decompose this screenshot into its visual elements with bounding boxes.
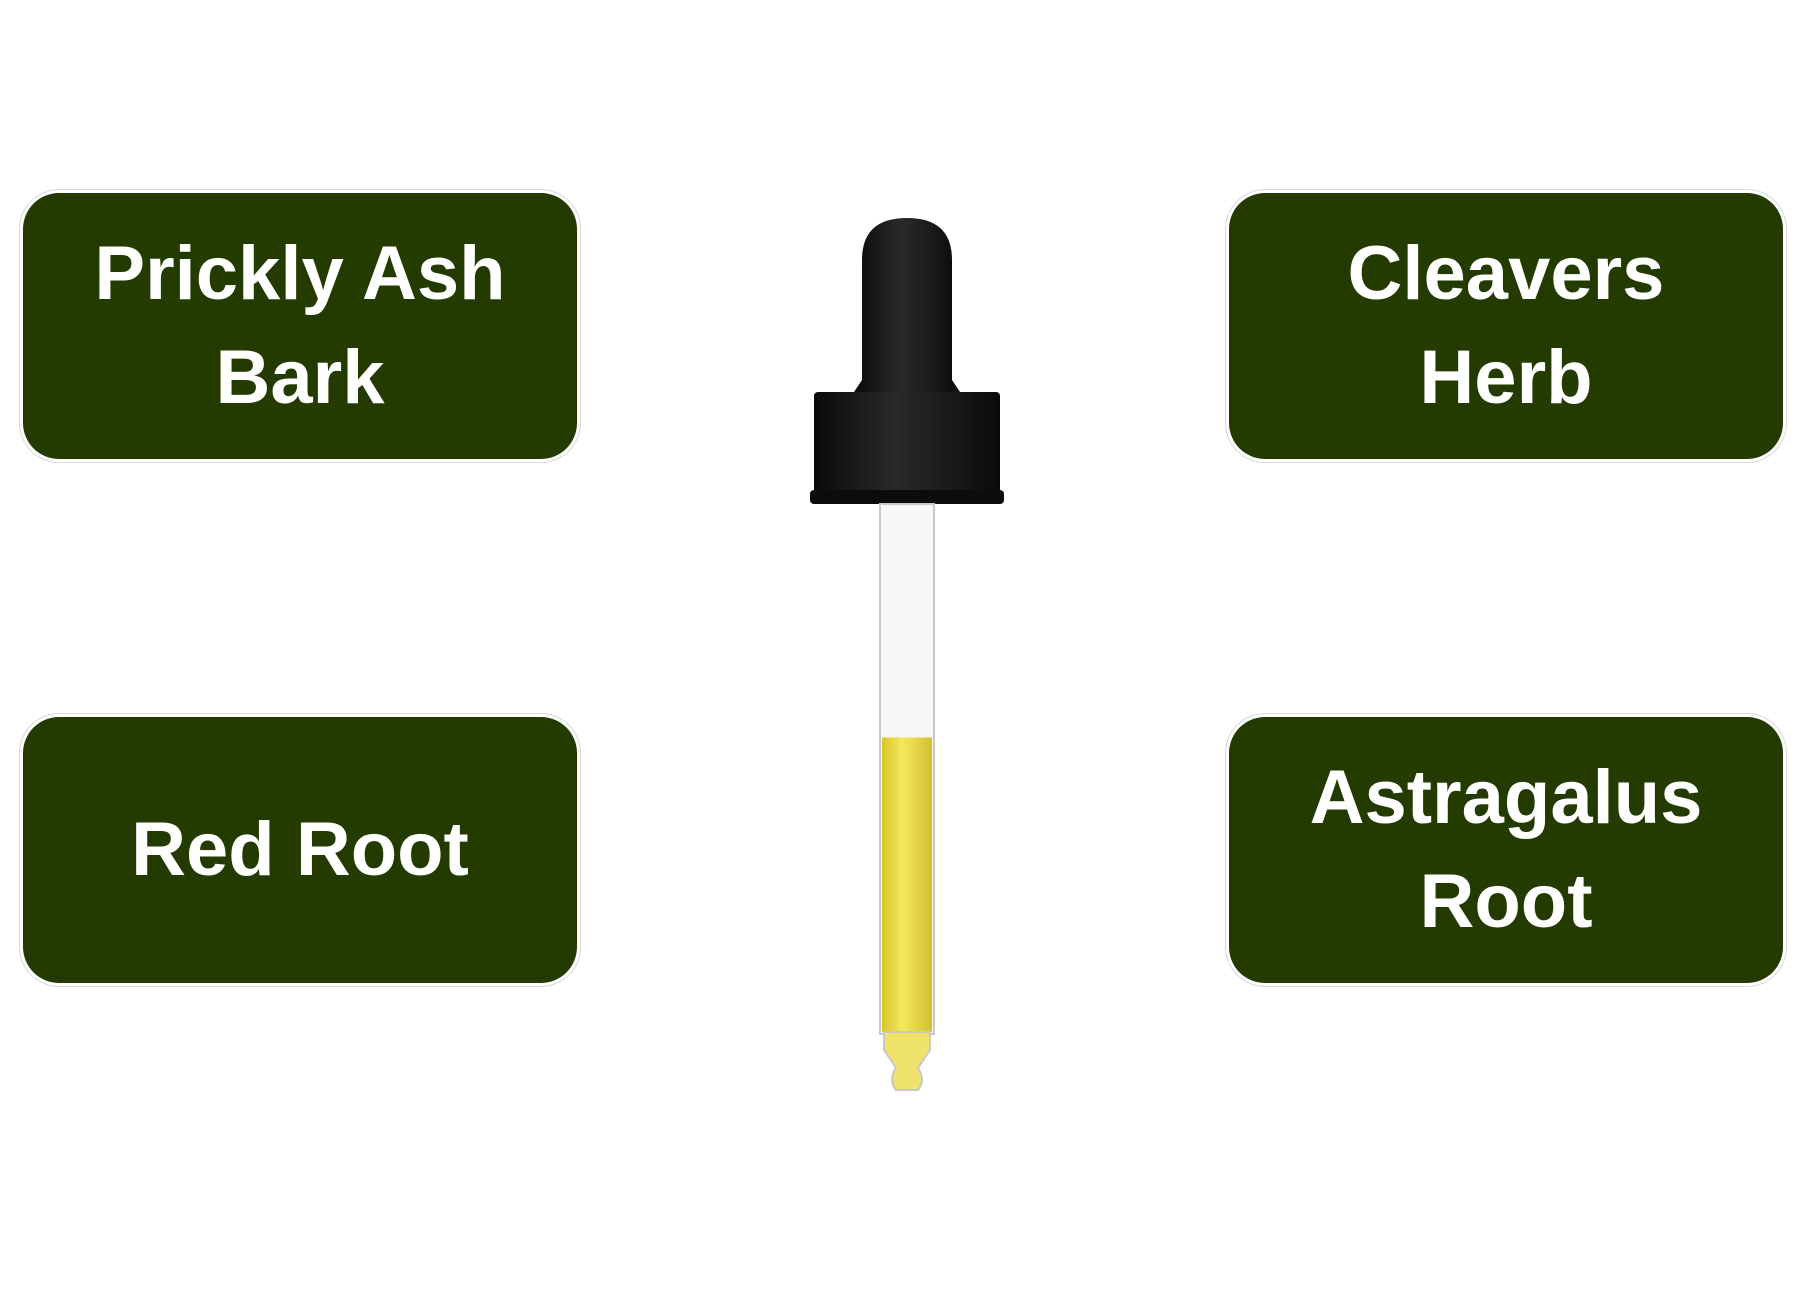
herb-label-cleavers-herb: Cleavers Herb: [1229, 193, 1783, 459]
dropper-cap-rim: [810, 490, 1004, 504]
herb-label-red-root: Red Root: [23, 717, 577, 983]
dropper-image: [810, 218, 1004, 1091]
herb-label-astragalus-root: Astragalus Root: [1229, 717, 1783, 983]
herb-label-text: Prickly Ash Bark: [94, 231, 506, 420]
dropper-cap: [814, 392, 1000, 496]
dropper-tip: [883, 1031, 931, 1091]
herb-label-prickly-ash-bark: Prickly Ash Bark: [23, 193, 577, 459]
dropper-bulb: [854, 218, 960, 392]
herb-label-text: Cleavers Herb: [1347, 231, 1665, 420]
dropper-liquid: [882, 737, 932, 1032]
herb-label-text: Astragalus Root: [1309, 755, 1703, 944]
herb-label-text: Red Root: [131, 807, 469, 892]
